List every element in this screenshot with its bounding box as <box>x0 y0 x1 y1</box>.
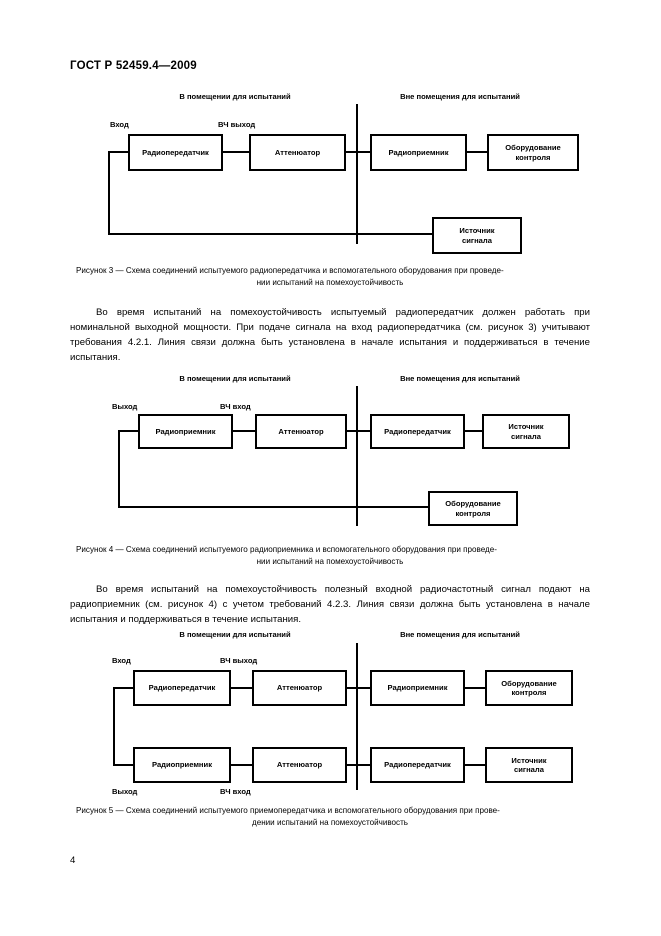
connector-feedback-vertical-fig4 <box>118 430 121 508</box>
connector-feedback-horizontal-fig3 <box>108 233 434 236</box>
block-signal-source-fig5-row2: Источник сигнала <box>485 747 573 783</box>
block-signal-source-text-fig4: Источник сигнала <box>508 422 544 441</box>
figure-4-caption: Рисунок 4 — Схема соединений испытуемого… <box>70 544 590 568</box>
figure-3-caption-line1: Рисунок 3 — Схема соединений испытуемого… <box>76 266 504 275</box>
port-label-output-fig4: Выход <box>112 402 138 411</box>
connector-transmitter-attenuator-fig5-row1 <box>229 687 254 690</box>
zone-label-outside-fig5: Вне помещения для испытаний <box>400 630 520 639</box>
port-label-input-fig3: Вход <box>110 120 129 129</box>
port-label-rf-output-fig3: ВЧ выход <box>218 120 256 129</box>
connector-output-stub-fig5 <box>113 764 135 767</box>
connector-receiver-attenuator-fig4 <box>232 430 257 433</box>
block-signal-source-fig4: Источник сигнала <box>482 414 570 449</box>
paragraph-1-text: Во время испытаний на помехоустойчивость… <box>70 307 590 363</box>
connector-attenuator-transmitter-fig4 <box>346 430 372 433</box>
port-label-output-fig5: Выход <box>112 787 138 796</box>
connector-receiver-monitor-fig3 <box>465 151 489 154</box>
block-signal-source-text-fig3: Источник сигнала <box>459 226 495 245</box>
block-attenuator-fig5-row1: Аттенюатор <box>252 670 347 706</box>
connector-feedback-horizontal-fig4 <box>118 506 430 509</box>
connector-transmitter-source-fig4 <box>464 430 484 433</box>
page-number: 4 <box>70 855 76 866</box>
zone-divider-fig3 <box>356 104 359 244</box>
zone-divider-fig5 <box>356 643 359 790</box>
block-signal-source-text-fig5: Источник сигнала <box>511 755 547 774</box>
block-receiver-fig3: Радиоприемник <box>370 134 467 171</box>
port-label-rf-input-fig4: ВЧ вход <box>220 402 251 411</box>
zone-label-inside-fig4: В помещении для испытаний <box>179 374 291 383</box>
connector-attenuator-receiver-fig3 <box>345 151 372 154</box>
paragraph-2: Во время испытаний на помехоустойчивость… <box>70 583 590 628</box>
connector-receiver-monitor-fig5-row1 <box>463 687 487 690</box>
zone-label-outside-fig4: Вне помещения для испытаний <box>400 374 520 383</box>
connector-transmitter-attenuator-fig3 <box>222 151 251 154</box>
block-monitor-text-fig5: Оборудование контроля <box>501 678 557 697</box>
zone-label-inside-fig5: В помещении для испытаний <box>179 630 291 639</box>
connector-attenuator-transmitter-fig5-row2 <box>345 764 372 767</box>
connector-left-vertical-fig5 <box>113 687 116 766</box>
block-monitor-fig4: Оборудование контроля <box>428 491 518 526</box>
port-label-rf-input-fig5: ВЧ вход <box>220 787 251 796</box>
block-transmitter-fig5-row2: Радиопередатчик <box>370 747 465 783</box>
figure-5-caption-line1: Рисунок 5 — Схема соединений испытуемого… <box>76 806 500 815</box>
block-monitor-text-fig4: Оборудование контроля <box>445 499 501 518</box>
connector-input-stub-fig5 <box>113 687 135 690</box>
zone-divider-fig4 <box>356 386 359 526</box>
paragraph-2-text: Во время испытаний на помехоустойчивость… <box>70 584 590 625</box>
connector-transmitter-input-stub-fig3 <box>108 151 130 154</box>
figure-3-caption: Рисунок 3 — Схема соединений испытуемого… <box>70 265 590 289</box>
figure-4-caption-line1: Рисунок 4 — Схема соединений испытуемого… <box>76 545 497 554</box>
connector-transmitter-source-fig5-row2 <box>463 764 487 767</box>
block-transmitter-fig5-row1: Радиопередатчик <box>133 670 231 706</box>
standard-header: ГОСТ Р 52459.4—2009 <box>70 60 197 72</box>
figure-5-caption-line2: дении испытаний на помехоустойчивость <box>251 818 409 828</box>
block-monitor-fig3: Оборудование контроля <box>487 134 579 171</box>
block-transmitter-fig4: Радиопередатчик <box>370 414 465 449</box>
block-signal-source-fig3: Источник сигнала <box>432 217 522 254</box>
block-receiver-fig5-row1: Радиоприемник <box>370 670 465 706</box>
block-receiver-fig4: Радиоприемник <box>138 414 233 449</box>
block-monitor-text-fig3: Оборудование контроля <box>505 143 561 162</box>
connector-feedback-vertical-fig3 <box>108 151 111 235</box>
block-attenuator-fig5-row2: Аттенюатор <box>252 747 347 783</box>
block-attenuator-fig3: Аттенюатор <box>249 134 346 171</box>
block-transmitter-fig3: Радиопередатчик <box>128 134 223 171</box>
figure-5-caption: Рисунок 5 — Схема соединений испытуемого… <box>70 805 590 829</box>
block-monitor-fig5-row1: Оборудование контроля <box>485 670 573 706</box>
connector-receiver-output-stub-fig4 <box>118 430 140 433</box>
port-label-input-fig5: Вход <box>112 656 131 665</box>
paragraph-1: Во время испытаний на помехоустойчивость… <box>70 306 590 365</box>
port-label-rf-output-fig5: ВЧ выход <box>220 656 258 665</box>
zone-label-inside-fig3: В помещении для испытаний <box>179 92 291 101</box>
connector-receiver-attenuator-fig5-row2 <box>229 764 254 767</box>
block-attenuator-fig4: Аттенюатор <box>255 414 347 449</box>
figure-3-caption-line2: нии испытаний на помехоустойчивость <box>256 278 404 288</box>
block-receiver-fig5-row2: Радиоприемник <box>133 747 231 783</box>
figure-4-caption-line2: нии испытаний на помехоустойчивость <box>256 557 404 567</box>
connector-attenuator-receiver-fig5-row1 <box>345 687 372 690</box>
zone-label-outside-fig3: Вне помещения для испытаний <box>400 92 520 101</box>
